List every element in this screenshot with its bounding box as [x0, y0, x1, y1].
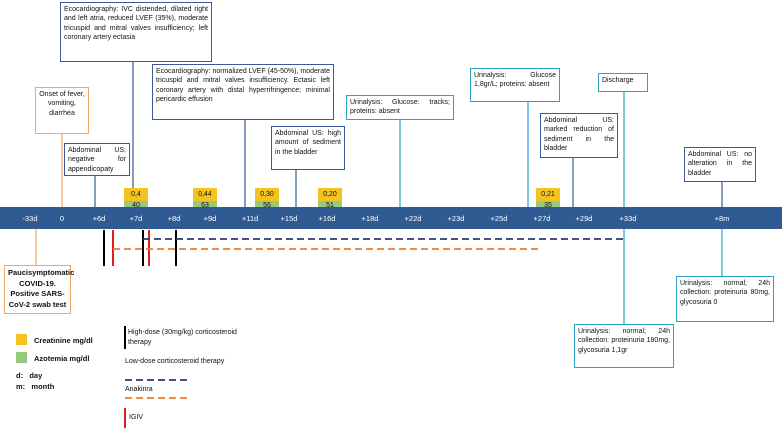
tick-label: +23d: [447, 214, 465, 223]
abdominal-us-box-2: Abdominal US: high amount of sediment in…: [271, 126, 345, 170]
creatinine-value: 0,21: [536, 188, 560, 201]
low-dose-legend: Low-dose corticosteroid therapy: [125, 358, 225, 365]
tick-label: +29d: [575, 214, 593, 223]
creatinine-legend: Creatinine mg/dl: [34, 336, 93, 345]
covid-box: Paucisymptomatic COVID-19. Positive SARS…: [4, 265, 74, 314]
azotemia-value: 40: [124, 201, 148, 211]
tick-label: +18d: [361, 214, 379, 223]
day-legend: d: day: [16, 371, 43, 380]
month-legend: m: month: [16, 382, 55, 391]
tick-label: +6d: [92, 214, 106, 223]
abdominal-us-box-3: Abdominal US: marked reduction of sedime…: [540, 113, 618, 158]
abdominal-us-box-4: Abdominal US: no alteration in the bladd…: [684, 147, 756, 182]
urinalysis-box-1: Urinalysis: Glucose: tracks; proteins: a…: [346, 95, 454, 120]
echo-box-2: Ecocardiography: normalized LVEF (45-50%…: [152, 64, 334, 120]
igiv-legend: IGIV: [129, 414, 144, 421]
echo-box-1: Ecocardiography: IVC distended, dilated …: [60, 2, 212, 62]
tick-label: +8m: [714, 214, 730, 223]
creatinine-value: 0,20: [318, 188, 342, 201]
urinalysis-box-4: Urinalysis: normal; 24h collection: prot…: [676, 276, 774, 322]
tick-label: +25d: [490, 214, 508, 223]
tick-label: +33d: [619, 214, 637, 223]
azotemia-legend: Azotemia mg/dl: [34, 354, 90, 363]
urinalysis-box-3: Urinalysis: normal; 24h collection: prot…: [574, 324, 674, 368]
tick-label: +27d: [533, 214, 551, 223]
azotemia-value: 63: [193, 201, 217, 211]
tick-label: +8d: [167, 214, 181, 223]
urinalysis-box-2: Urinalysis: Glucose 1,8gr/L; proteins: a…: [470, 68, 560, 102]
creatinine-value: 0,4: [124, 188, 148, 201]
azotemia-value: 51: [318, 201, 342, 211]
tick-label: +7d: [129, 214, 143, 223]
creatinine-swatch: [16, 334, 27, 345]
azotemia-value: 56: [255, 201, 279, 211]
tick-label: 0: [59, 214, 65, 223]
tick-label: +22d: [404, 214, 422, 223]
anakinra-legend: Anakinra: [125, 386, 153, 393]
discharge-box: Discharge: [598, 73, 648, 92]
tick-label: -33d: [22, 214, 38, 223]
creatinine-value: 0,44: [193, 188, 217, 201]
azotemia-swatch: [16, 352, 27, 363]
high-dose-legend: High-dose (30mg/kg) corticosteroid thera…: [128, 329, 237, 346]
azotemia-value: 35: [536, 201, 560, 211]
tick-label: +16d: [318, 214, 336, 223]
timeline-bar: [0, 207, 782, 229]
onset-box: Onset of fever, vomiting, diarrhea: [35, 87, 89, 134]
tick-label: +9d: [203, 214, 217, 223]
tick-label: +15d: [280, 214, 298, 223]
abdominal-us-box-1: Abdominal US: negative for appendicopaty: [64, 143, 130, 176]
creatinine-value: 0,30: [255, 188, 279, 201]
tick-label: +11d: [241, 214, 259, 223]
